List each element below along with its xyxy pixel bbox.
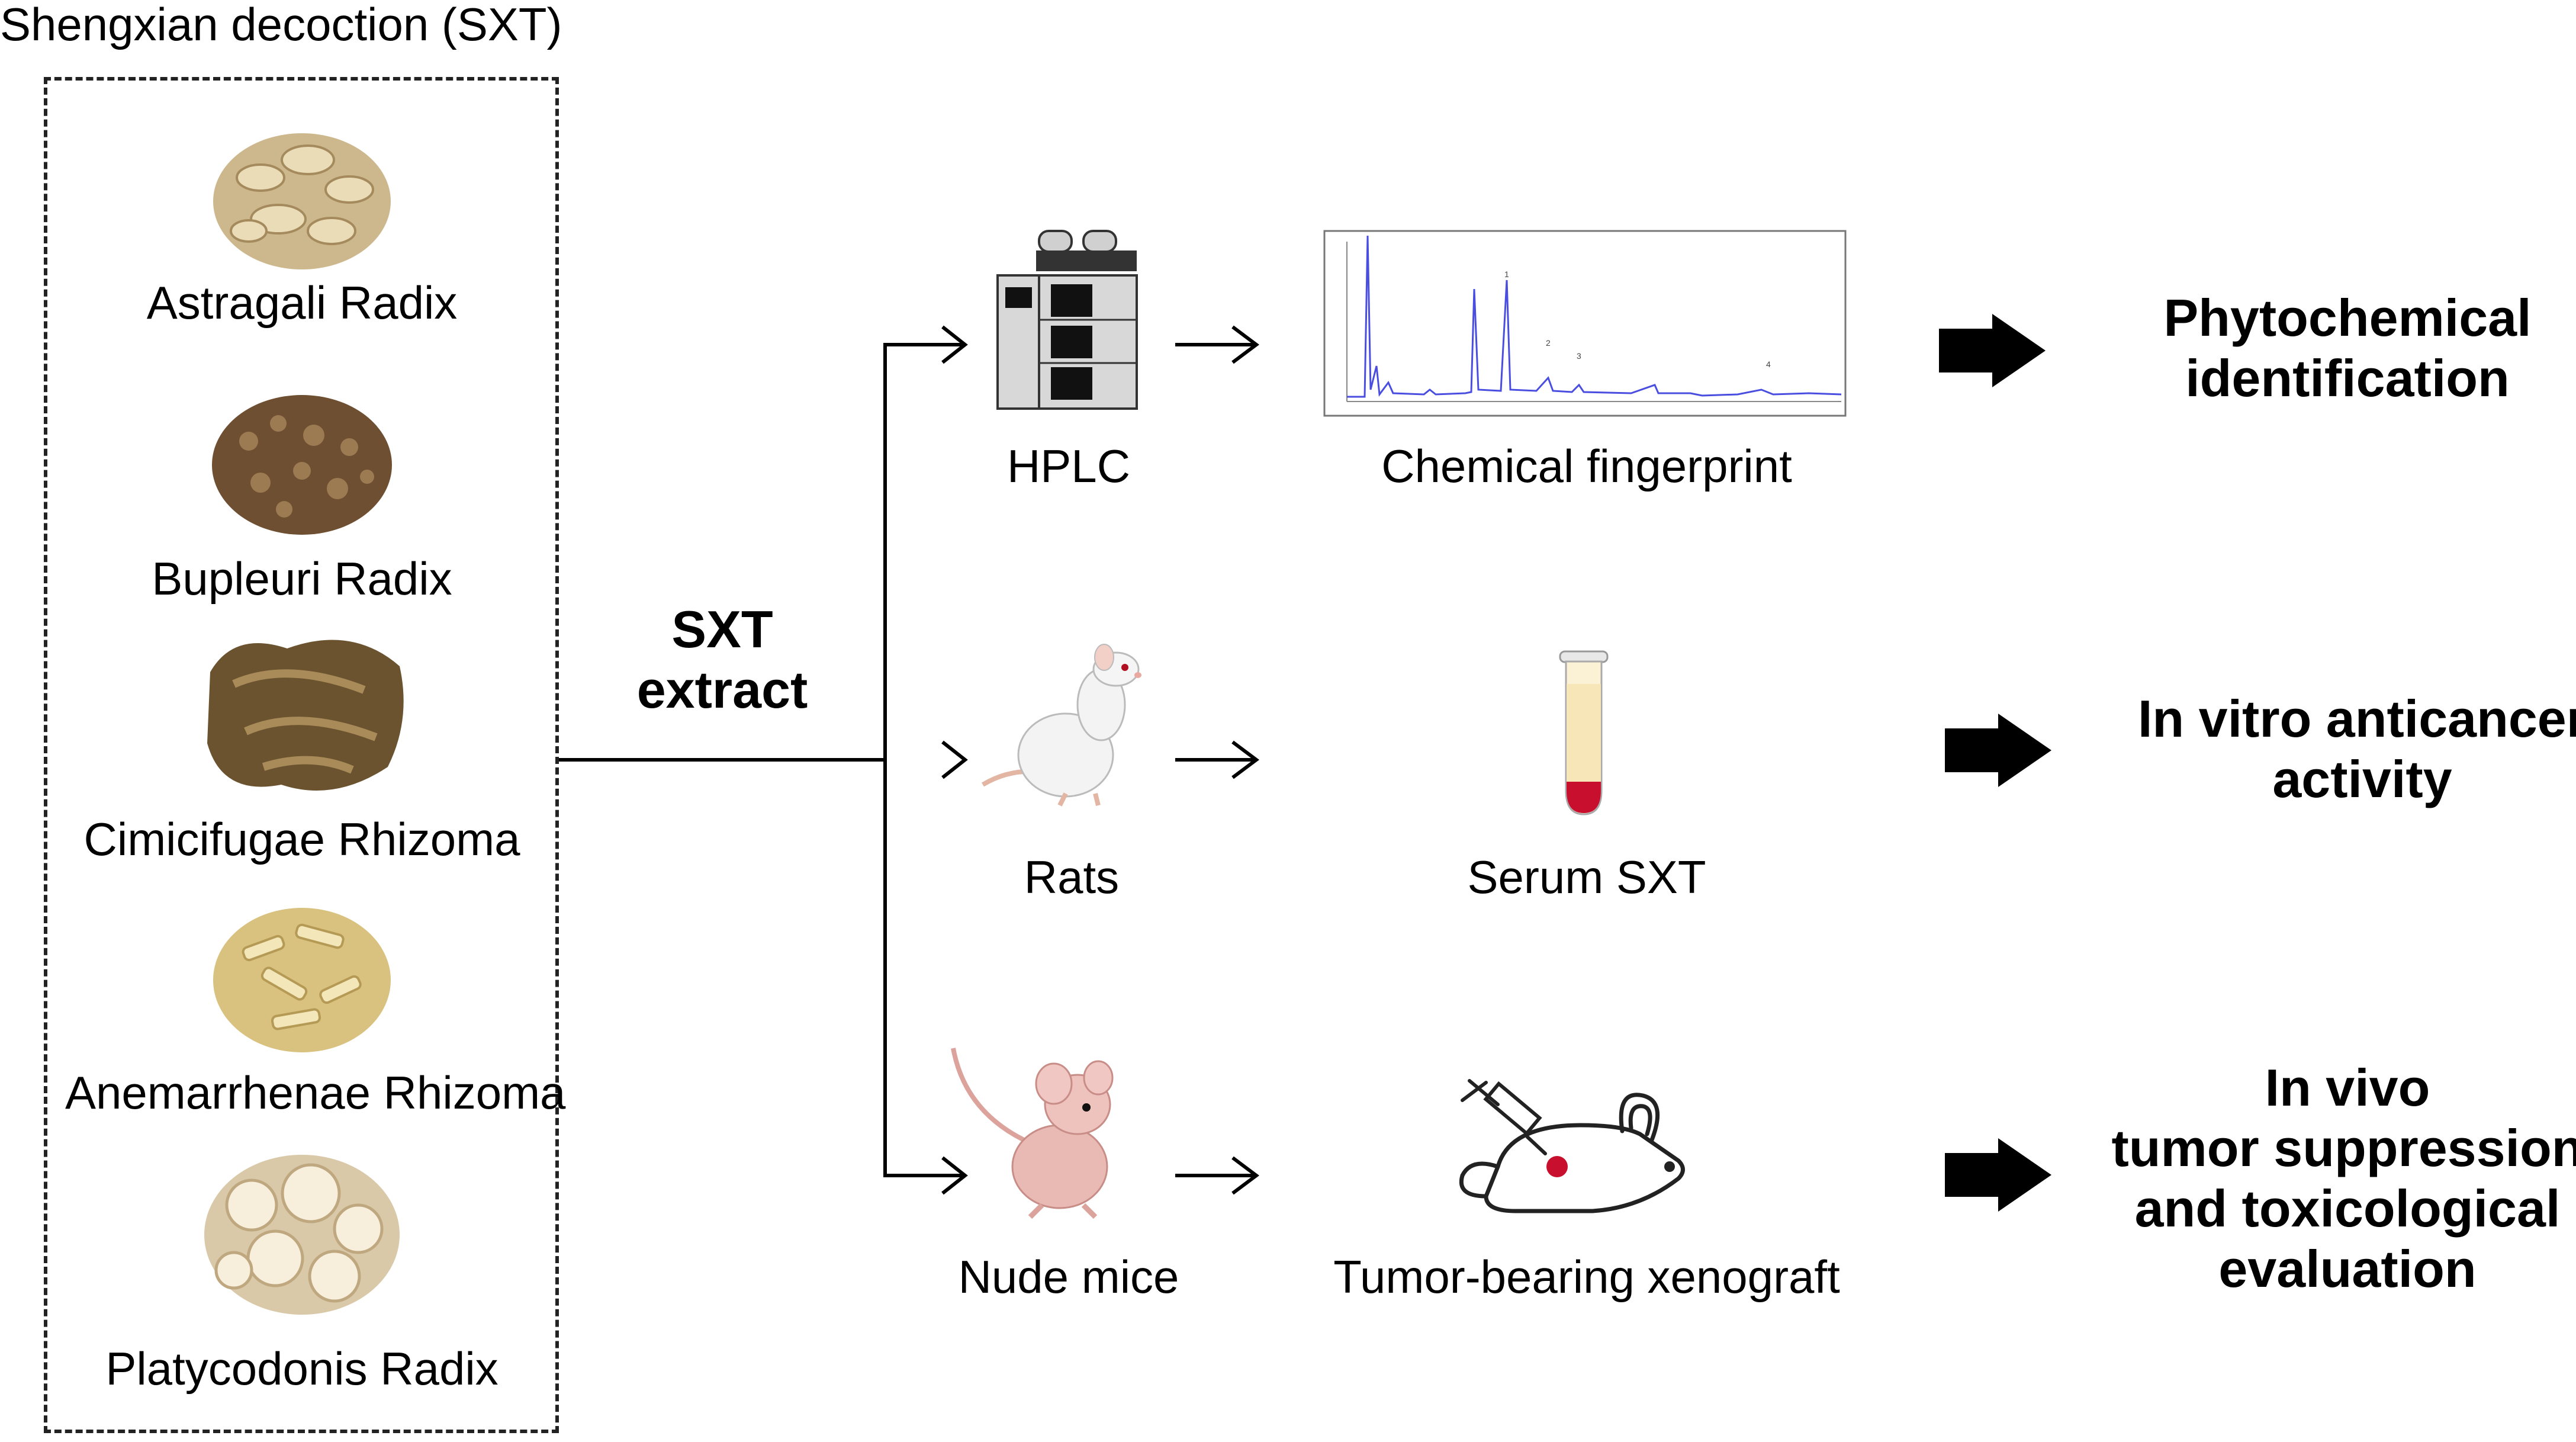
outcome-2-line-1: In vitro anticancer: [2137, 689, 2576, 748]
bupleuri-image: [212, 395, 392, 535]
chromatogram-chart: 1 2 3 4: [1323, 230, 1847, 417]
diagram-title: Shengxian decoction (SXT): [0, 0, 562, 50]
source-label-rats: Rats: [1024, 851, 1120, 903]
svg-text:3: 3: [1577, 351, 1581, 361]
outcome-label-1: Phytochemical identification: [2066, 288, 2576, 409]
hplc-instrument-icon: [996, 230, 1138, 410]
cimicifugae-image: [207, 640, 404, 791]
platycodonis-image: [204, 1155, 400, 1315]
herb-label-platycodonis: Platycodonis Radix: [105, 1343, 499, 1395]
product-label-fingerprint: Chemical fingerprint: [1381, 440, 1792, 492]
rat-icon: [981, 644, 1141, 807]
herb-label-cimicifugae: Cimicifugae Rhizoma: [83, 813, 520, 865]
outcome-1-line-2: identification: [2185, 349, 2510, 408]
outcome-1-line-1: Phytochemical: [2163, 288, 2532, 347]
outcome-2-line-2: activity: [2272, 750, 2452, 809]
thick-arrow-1: [1939, 314, 2046, 387]
svg-text:1: 1: [1504, 269, 1509, 279]
herb-box: [44, 77, 559, 1433]
chromatogram-trace: [1347, 235, 1842, 398]
herb-label-anemarrhenae: Anemarrhenae Rhizoma: [65, 1067, 566, 1119]
serum-tube-icon: [1559, 650, 1609, 815]
svg-text:2: 2: [1546, 338, 1551, 348]
outcome-3-line-4: evaluation: [2218, 1239, 2477, 1299]
extract-label-line2: extract: [636, 660, 808, 720]
herb-label-astragali: Astragali Radix: [146, 277, 458, 329]
thick-arrow-3: [1945, 1138, 2051, 1212]
thick-arrow-2: [1945, 714, 2051, 787]
astragali-image: [213, 133, 391, 269]
source-label-hplc: HPLC: [1006, 440, 1131, 492]
extract-label-line1: SXT: [671, 600, 773, 659]
source-label-nude-mice: Nude mice: [958, 1251, 1179, 1303]
outcome-3-line-1: In vivo: [2265, 1058, 2430, 1117]
product-label-xenograft: Tumor-bearing xenograft: [1333, 1251, 1840, 1303]
xenograft-mouse-icon: [1459, 1079, 1685, 1213]
outcome-3-line-2: tumor suppression: [2111, 1119, 2576, 1178]
svg-text:4: 4: [1766, 359, 1771, 369]
outcome-label-2: In vitro anticancer activity: [2096, 689, 2576, 810]
product-label-serum: Serum SXT: [1467, 851, 1706, 903]
herb-label-bupleuri: Bupleuri Radix: [152, 553, 452, 605]
outcome-label-3: In vivo tumor suppression and toxicologi…: [2066, 1058, 2576, 1299]
nude-mouse-icon: [951, 1048, 1114, 1219]
anemarrhenae-image: [213, 908, 391, 1052]
extract-label: SXT extract: [604, 599, 841, 720]
outcome-3-line-3: and toxicological: [2134, 1179, 2561, 1238]
